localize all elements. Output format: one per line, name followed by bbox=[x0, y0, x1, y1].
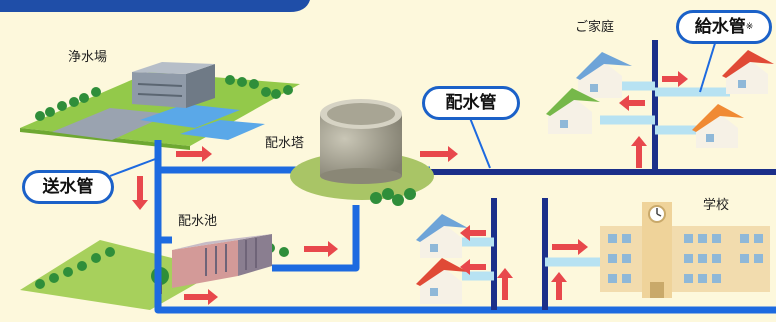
homes-label: ご家庭 bbox=[575, 20, 615, 35]
arrow-right bbox=[184, 289, 218, 305]
house-green bbox=[546, 88, 600, 134]
distribution-pipe-callout-text: 配水管 bbox=[445, 93, 497, 113]
service-pipe-note-mark: ※ bbox=[745, 22, 754, 32]
arrow-up bbox=[631, 136, 647, 168]
arrow-left bbox=[619, 95, 645, 111]
arrow-right bbox=[552, 239, 588, 255]
purification-plant-label: 浄水場 bbox=[68, 50, 108, 65]
sedimentation-pond-2 bbox=[180, 120, 265, 140]
house-red-top bbox=[722, 50, 774, 94]
reservoir-label: 配水池 bbox=[178, 214, 218, 229]
transmission-pipe-callout-text: 送水管 bbox=[42, 177, 94, 197]
distribution-pipe-network bbox=[420, 40, 776, 310]
house-orange bbox=[692, 104, 744, 148]
plant-building-side bbox=[186, 64, 215, 108]
distribution-pipe-callout: 配水管 bbox=[422, 86, 520, 120]
arrow-down bbox=[132, 176, 148, 210]
arrow-right bbox=[662, 71, 688, 87]
service-pipe-callout-text: 給水管 bbox=[694, 17, 746, 37]
transmission-pipe-callout: 送水管 bbox=[22, 170, 114, 204]
arrow-right bbox=[420, 146, 458, 162]
reservoir-building-roof bbox=[172, 234, 272, 250]
flow-arrows bbox=[132, 71, 688, 305]
arrow-left bbox=[460, 225, 486, 241]
school-building bbox=[600, 202, 770, 298]
reservoir-ground bbox=[20, 240, 220, 310]
arrow-up bbox=[497, 268, 513, 300]
house-blue-top bbox=[576, 52, 632, 98]
filter-beds bbox=[52, 108, 170, 140]
service-pipe-callout: 給水管※ bbox=[676, 10, 772, 44]
plant-building-front bbox=[132, 72, 186, 108]
plant-building-roof bbox=[132, 62, 215, 74]
callout-leaders bbox=[109, 39, 717, 177]
plant-trees bbox=[35, 75, 293, 121]
arrow-right bbox=[176, 146, 212, 162]
arrow-left bbox=[460, 259, 486, 275]
house-blue-bottom bbox=[416, 214, 468, 258]
house-red-bottom bbox=[416, 258, 468, 304]
sedimentation-pond bbox=[140, 104, 240, 128]
arrow-right bbox=[304, 241, 338, 257]
school-label: 学校 bbox=[703, 198, 730, 213]
water-tower bbox=[290, 99, 434, 206]
arrow-up bbox=[551, 272, 567, 300]
top-banner-strip bbox=[0, 0, 310, 12]
water-tower-label: 配水塔 bbox=[265, 136, 305, 151]
